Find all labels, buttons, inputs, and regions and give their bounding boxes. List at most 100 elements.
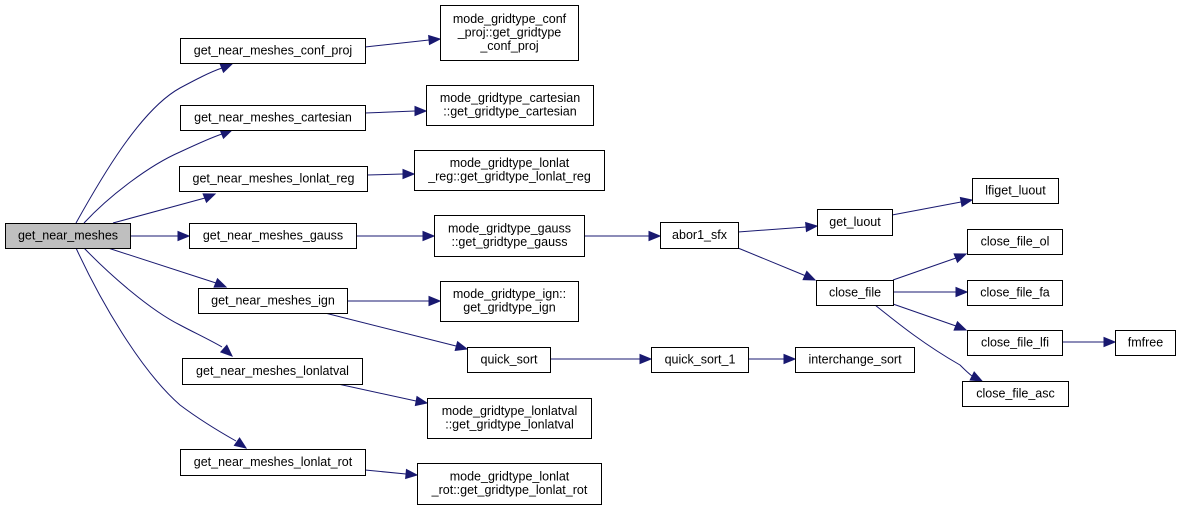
node-box[interactable] bbox=[967, 330, 1063, 356]
node-mode-gridtype-conf-proj[interactable]: mode_gridtype_conf_proj::get_gridtype_co… bbox=[440, 5, 579, 61]
node-box[interactable] bbox=[817, 209, 893, 236]
node-label: quick_sort_1 bbox=[665, 352, 736, 366]
arrowhead-icon bbox=[639, 353, 653, 365]
node-label: get_near_meshes bbox=[18, 228, 118, 242]
edge-line bbox=[737, 226, 807, 233]
node-box[interactable] bbox=[967, 229, 1063, 255]
node-close-file-asc[interactable]: close_file_asc bbox=[962, 381, 1069, 407]
node-abor1-sfx[interactable]: abor1_sfx bbox=[660, 222, 739, 249]
node-mode-gridtype-lonlatval[interactable]: mode_gridtype_lonlatval::get_gridtype_lo… bbox=[427, 398, 592, 439]
arrowhead-icon bbox=[1103, 336, 1117, 348]
edge-line bbox=[112, 197, 206, 224]
node-label: _reg::get_gridtype_lonlat_reg bbox=[427, 170, 591, 184]
node-box[interactable] bbox=[962, 381, 1069, 407]
node-get-near-meshes-conf-proj[interactable]: get_near_meshes_conf_proj bbox=[180, 38, 366, 64]
edge-line bbox=[366, 173, 404, 176]
node-close-file-fa[interactable]: close_file_fa bbox=[967, 280, 1063, 306]
arrowhead-icon bbox=[233, 437, 248, 449]
node-label: mode_gridtype_lonlat bbox=[450, 156, 570, 170]
node-get-near-meshes-lonlat-rot[interactable]: get_near_meshes_lonlat_rot bbox=[180, 449, 366, 476]
edge-line bbox=[364, 110, 416, 114]
node-label: mode_gridtype_lonlat bbox=[450, 470, 570, 484]
node-close-file-lfi[interactable]: close_file_lfi bbox=[967, 330, 1063, 356]
node-box[interactable] bbox=[660, 222, 739, 249]
node-get-near-meshes[interactable]: get_near_meshes bbox=[5, 223, 131, 249]
node-box[interactable] bbox=[189, 223, 357, 249]
node-get-near-meshes-cartesian[interactable]: get_near_meshes_cartesian bbox=[180, 105, 366, 131]
node-label: get_near_meshes_lonlat_rot bbox=[194, 455, 353, 469]
node-box[interactable] bbox=[417, 463, 602, 505]
edge-close_file-to-close_file_asc bbox=[874, 304, 984, 382]
node-box[interactable] bbox=[427, 398, 592, 439]
node-mode-gridtype-lonlat-rot[interactable]: mode_gridtype_lonlat_rot::get_gridtype_l… bbox=[417, 463, 602, 505]
edge-close_file-to-close_file_lfi bbox=[892, 303, 968, 331]
edge-get_luout-to-lfiget_luout bbox=[891, 196, 974, 216]
node-lfiget-luout[interactable]: lfiget_luout bbox=[972, 178, 1059, 204]
node-interchange-sort[interactable]: interchange_sort bbox=[795, 347, 915, 373]
node-mode-gridtype-ign[interactable]: mode_gridtype_ign::get_gridtype_ign bbox=[440, 281, 579, 322]
node-mode-gridtype-gauss[interactable]: mode_gridtype_gauss::get_gridtype_gauss bbox=[434, 215, 585, 257]
arrowhead-icon bbox=[953, 320, 968, 331]
node-get-near-meshes-lonlat-reg[interactable]: get_near_meshes_lonlat_reg bbox=[179, 166, 368, 192]
node-box[interactable] bbox=[795, 347, 915, 373]
node-box[interactable] bbox=[414, 150, 605, 191]
node-box[interactable] bbox=[180, 105, 366, 131]
edge-get_near_meshes_conf_proj-to-mode_gridtype_conf_proj bbox=[364, 34, 442, 48]
node-label: mode_gridtype_cartesian bbox=[440, 91, 580, 105]
node-box[interactable] bbox=[180, 449, 366, 476]
node-box[interactable] bbox=[467, 347, 551, 373]
arrowhead-icon bbox=[219, 129, 234, 140]
arrowhead-icon bbox=[454, 340, 469, 352]
edge-line bbox=[364, 39, 430, 48]
node-box[interactable] bbox=[816, 280, 894, 306]
node-box[interactable] bbox=[440, 281, 579, 322]
node-box[interactable] bbox=[434, 215, 585, 257]
node-box[interactable] bbox=[1115, 330, 1176, 356]
node-mode-gridtype-lonlat-reg[interactable]: mode_gridtype_lonlat_reg::get_gridtype_l… bbox=[414, 150, 605, 191]
node-mode-gridtype-cartesian[interactable]: mode_gridtype_cartesian::get_gridtype_ca… bbox=[426, 85, 594, 126]
node-box[interactable] bbox=[972, 178, 1059, 204]
edge-get_near_meshes_cartesian-to-mode_gridtype_cartesian bbox=[364, 105, 428, 117]
node-close-file[interactable]: close_file bbox=[816, 280, 894, 306]
node-box[interactable] bbox=[440, 5, 579, 61]
arrowhead-icon bbox=[428, 34, 442, 46]
node-box[interactable] bbox=[5, 223, 131, 249]
edge-close_file-to-close_file_ol bbox=[892, 253, 968, 281]
arrowhead-icon bbox=[959, 196, 974, 208]
node-box[interactable] bbox=[426, 85, 594, 126]
node-quick-sort-1[interactable]: quick_sort_1 bbox=[651, 347, 749, 373]
node-box[interactable] bbox=[198, 288, 348, 314]
node-get-near-meshes-gauss[interactable]: get_near_meshes_gauss bbox=[189, 223, 357, 249]
node-box[interactable] bbox=[651, 347, 749, 373]
node-label: get_near_meshes_lonlat_reg bbox=[193, 171, 355, 185]
node-label: ::get_gridtype_lonlatval bbox=[445, 418, 574, 432]
node-box[interactable] bbox=[182, 358, 363, 385]
edge-mode_gridtype_gauss-to-abor1_sfx bbox=[584, 230, 662, 242]
arrowhead-icon bbox=[783, 353, 797, 365]
node-label: mode_gridtype_gauss bbox=[448, 222, 571, 236]
node-box[interactable] bbox=[967, 280, 1063, 306]
node-label: get_luout bbox=[829, 215, 881, 229]
arrowhead-icon bbox=[402, 168, 416, 180]
edge-line bbox=[892, 257, 957, 281]
edge-get_near_meshes_ign-to-mode_gridtype_ign bbox=[347, 295, 442, 307]
node-get-near-meshes-ign[interactable]: get_near_meshes_ign bbox=[198, 288, 348, 314]
arrowhead-icon bbox=[219, 344, 233, 357]
arrowhead-icon bbox=[428, 295, 442, 307]
node-label: abor1_sfx bbox=[672, 228, 728, 242]
arrowhead-icon bbox=[969, 371, 984, 382]
node-label: _conf_proj bbox=[479, 39, 538, 53]
node-box[interactable] bbox=[179, 166, 368, 192]
node-label: get_near_meshes_cartesian bbox=[194, 110, 352, 124]
node-get-near-meshes-lonlatval[interactable]: get_near_meshes_lonlatval bbox=[182, 358, 363, 385]
node-fmfree[interactable]: fmfree bbox=[1115, 330, 1176, 356]
arrowhead-icon bbox=[202, 193, 217, 204]
node-box[interactable] bbox=[180, 38, 366, 64]
arrowhead-icon bbox=[422, 230, 436, 242]
edge-line bbox=[75, 67, 223, 224]
node-close-file-ol[interactable]: close_file_ol bbox=[967, 229, 1063, 255]
node-get-luout[interactable]: get_luout bbox=[817, 209, 893, 236]
edge-get_near_meshes-to-get_near_meshes_lonlatval bbox=[83, 247, 233, 357]
node-quick-sort[interactable]: quick_sort bbox=[467, 347, 551, 373]
arrowhead-icon bbox=[177, 230, 191, 242]
